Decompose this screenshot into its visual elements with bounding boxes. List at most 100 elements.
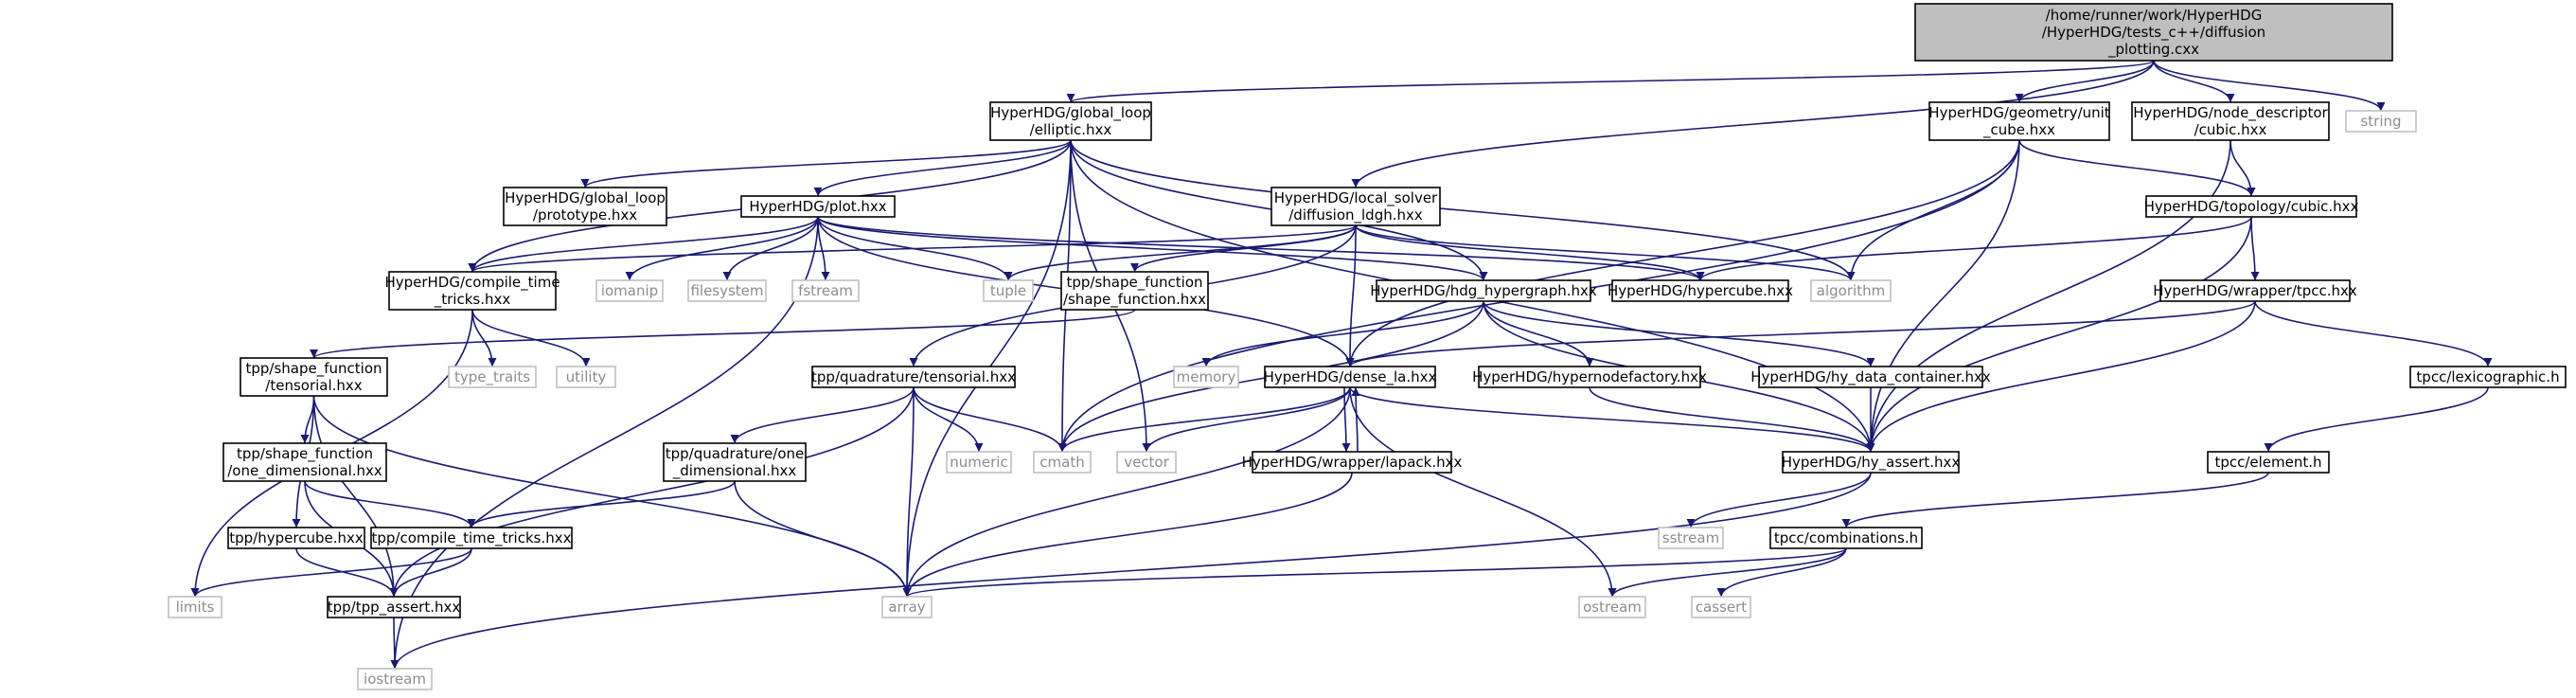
node-box bbox=[370, 527, 573, 549]
node-label: array bbox=[888, 599, 925, 616]
edge-quad-one-dim-to-array bbox=[734, 480, 912, 598]
node-label: HyperHDG/node_descriptor bbox=[2133, 104, 2328, 122]
node-combinations[interactable]: tpcc/combinations.h bbox=[1769, 527, 1923, 549]
node-plot[interactable]: HyperHDG/plot.hxx bbox=[740, 195, 896, 218]
node-prototype[interactable]: HyperHDG/global_loop/prototype.hxx bbox=[503, 187, 667, 226]
node-box bbox=[357, 668, 433, 690]
node-sf-one-dim[interactable]: tpp/shape_function/one_dimensional.hxx bbox=[222, 442, 387, 482]
node-memory: memory bbox=[1173, 366, 1239, 388]
node-box bbox=[503, 187, 667, 226]
node-label: iomanip bbox=[601, 282, 658, 299]
edge-quad-tensorial-to-numeric bbox=[913, 386, 984, 453]
node-box bbox=[1914, 3, 2393, 62]
node-box bbox=[663, 442, 807, 482]
node-lexicographic[interactable]: tpcc/lexicographic.h bbox=[2409, 366, 2567, 388]
node-quad-tensorial[interactable]: tpp/quadrature/tensorial.hxx bbox=[811, 366, 1016, 388]
node-topo-cubic[interactable]: HyperHDG/topology/cubic.hxx bbox=[2144, 195, 2359, 218]
node-hy-assert[interactable]: HyperHDG/hy_assert.hxx bbox=[1782, 451, 1961, 474]
node-box bbox=[983, 279, 1034, 302]
node-unit-cube[interactable]: HyperHDG/geometry/unit_cube.hxx bbox=[1928, 101, 2110, 141]
edge-topo-cubic-to-wrapper-tpcc bbox=[2250, 216, 2260, 281]
node-sf-shape[interactable]: tpp/shape_function/shape_function.hxx bbox=[1060, 271, 1209, 311]
edge-diffusion-ldgh-to-sf-shape bbox=[1130, 224, 1357, 273]
node-hypercube-hh[interactable]: HyperHDG/hypercube.hxx bbox=[1608, 279, 1793, 302]
node-compile-time[interactable]: HyperHDG/compile_time_tricks.hxx bbox=[384, 271, 560, 311]
node-element[interactable]: tpcc/element.h bbox=[2207, 451, 2330, 474]
node-node-cubic[interactable]: HyperHDG/node_descriptor/cubic.hxx bbox=[2131, 101, 2330, 141]
node-box bbox=[1658, 527, 1724, 549]
node-label: tuple bbox=[990, 282, 1026, 299]
node-label: cassert bbox=[1696, 599, 1747, 616]
node-box bbox=[687, 279, 767, 302]
node-label: /one_dimensional.hxx bbox=[227, 462, 382, 480]
node-sf-tensorial[interactable]: tpp/shape_function/tensorial.hxx bbox=[240, 357, 388, 397]
edge-dense-la-to-array bbox=[902, 386, 1351, 598]
node-label: HyperHDG/compile_time bbox=[384, 274, 560, 292]
edge-hdg-hypergraph-to-hypernodefactory bbox=[1483, 300, 1594, 367]
node-label: vector bbox=[1124, 454, 1169, 471]
edge-topo-cubic-to-hypercube-hh bbox=[1696, 216, 2252, 281]
nodes-layer: /home/runner/work/HyperHDG/HyperHDG/test… bbox=[168, 3, 2567, 690]
edge-quad-tensorial-to-cmath bbox=[913, 386, 1067, 453]
node-tpp-assert[interactable]: tpp/tpp_assert.hxx bbox=[327, 596, 461, 618]
node-tpp-hypercube[interactable]: tpp/hypercube.hxx bbox=[227, 527, 365, 549]
node-label: numeric bbox=[950, 454, 1007, 471]
node-box bbox=[2207, 451, 2330, 474]
node-cmath: cmath bbox=[1033, 451, 1092, 474]
node-fstream: fstream bbox=[791, 279, 860, 302]
edge-elliptic-to-prototype bbox=[580, 139, 1072, 188]
node-label: HyperHDG/geometry/unit bbox=[1928, 104, 2110, 121]
node-quad-one-dim[interactable]: tpp/quadrature/one_dimensional.hxx bbox=[663, 442, 807, 482]
edge-dense-la-to-hy-assert bbox=[1349, 386, 1875, 453]
node-label: tpp/quadrature/one bbox=[666, 445, 805, 462]
node-string: string bbox=[2345, 110, 2417, 133]
node-box bbox=[1691, 596, 1751, 618]
node-limits: limits bbox=[168, 596, 222, 618]
edge-wrapper-tpcc-to-lexicographic bbox=[2254, 300, 2493, 367]
edge-tpp-assert-to-iostream bbox=[390, 617, 400, 670]
edge-root-to-diffusion-ldgh bbox=[1351, 60, 2155, 188]
node-hypernodefactory[interactable]: HyperHDG/hypernodefactory.hxx bbox=[1472, 366, 1707, 388]
node-wrapper-tpcc[interactable]: HyperHDG/wrapper/tpcc.hxx bbox=[2153, 279, 2357, 302]
node-hy-data-container[interactable]: HyperHDG/hy_data_container.hxx bbox=[1750, 366, 1991, 388]
node-lapack[interactable]: HyperHDG/wrapper/lapack.hxx bbox=[1242, 451, 1463, 474]
edge-sf-one-dim-to-tpp-compile bbox=[304, 480, 476, 528]
node-tpp-compile[interactable]: tpp/compile_time_tricks.hxx bbox=[370, 527, 573, 549]
node-dense-la[interactable]: HyperHDG/dense_la.hxx bbox=[1264, 366, 1437, 388]
edge-compile-time-to-utility bbox=[471, 309, 591, 367]
node-label: _tricks.hxx bbox=[434, 291, 511, 309]
node-label: /shape_function.hxx bbox=[1063, 291, 1206, 309]
edge-combinations-to-array bbox=[902, 547, 1847, 598]
node-diffusion-ldgh[interactable]: HyperHDG/local_solver/diffusion_ldgh.hxx bbox=[1270, 187, 1441, 226]
node-box bbox=[2131, 101, 2330, 141]
edge-plot-to-hypercube-hh bbox=[817, 216, 1705, 281]
node-vector: vector bbox=[1116, 451, 1177, 474]
node-label: tpp/hypercube.hxx bbox=[229, 529, 364, 546]
node-label: HyperHDG/dense_la.hxx bbox=[1264, 368, 1437, 386]
node-root[interactable]: /home/runner/work/HyperHDG/HyperHDG/test… bbox=[1914, 3, 2393, 62]
node-box bbox=[222, 442, 387, 482]
edge-unit-cube-to-dense-la bbox=[1345, 139, 2020, 367]
node-box bbox=[1173, 366, 1239, 388]
node-label: HyperHDG/plot.hxx bbox=[749, 198, 886, 215]
node-label: string bbox=[2360, 113, 2401, 130]
node-label: _dimensional.hxx bbox=[672, 462, 797, 480]
node-hdg-hypergraph[interactable]: HyperHDG/hdg_hypergraph.hxx bbox=[1370, 279, 1597, 302]
node-box bbox=[811, 366, 1016, 388]
node-label: filesystem bbox=[690, 282, 763, 299]
edge-plot-to-iomanip bbox=[625, 216, 819, 281]
node-elliptic[interactable]: HyperHDG/global_loop/elliptic.hxx bbox=[989, 101, 1152, 141]
node-iostream: iostream bbox=[357, 668, 433, 690]
node-label: tpp/shape_function bbox=[245, 360, 382, 378]
node-label: tpp/shape_function bbox=[1066, 274, 1202, 292]
edge-element-to-combinations bbox=[1841, 472, 2269, 528]
edge-unit-cube-to-hy-assert bbox=[1866, 139, 2020, 453]
edge-lapack-to-array bbox=[902, 472, 1353, 598]
node-label: tpcc/combinations.h bbox=[1774, 529, 1918, 546]
edge-compile-time-to-type-traits bbox=[471, 309, 497, 367]
edge-quad-tensorial-to-quad-one-dim bbox=[730, 386, 915, 444]
edge-unit-cube-to-topo-cubic bbox=[2018, 139, 2256, 197]
node-label: utility bbox=[566, 368, 607, 385]
node-label: /HyperHDG/tests_c++/diffusion bbox=[2042, 24, 2265, 42]
